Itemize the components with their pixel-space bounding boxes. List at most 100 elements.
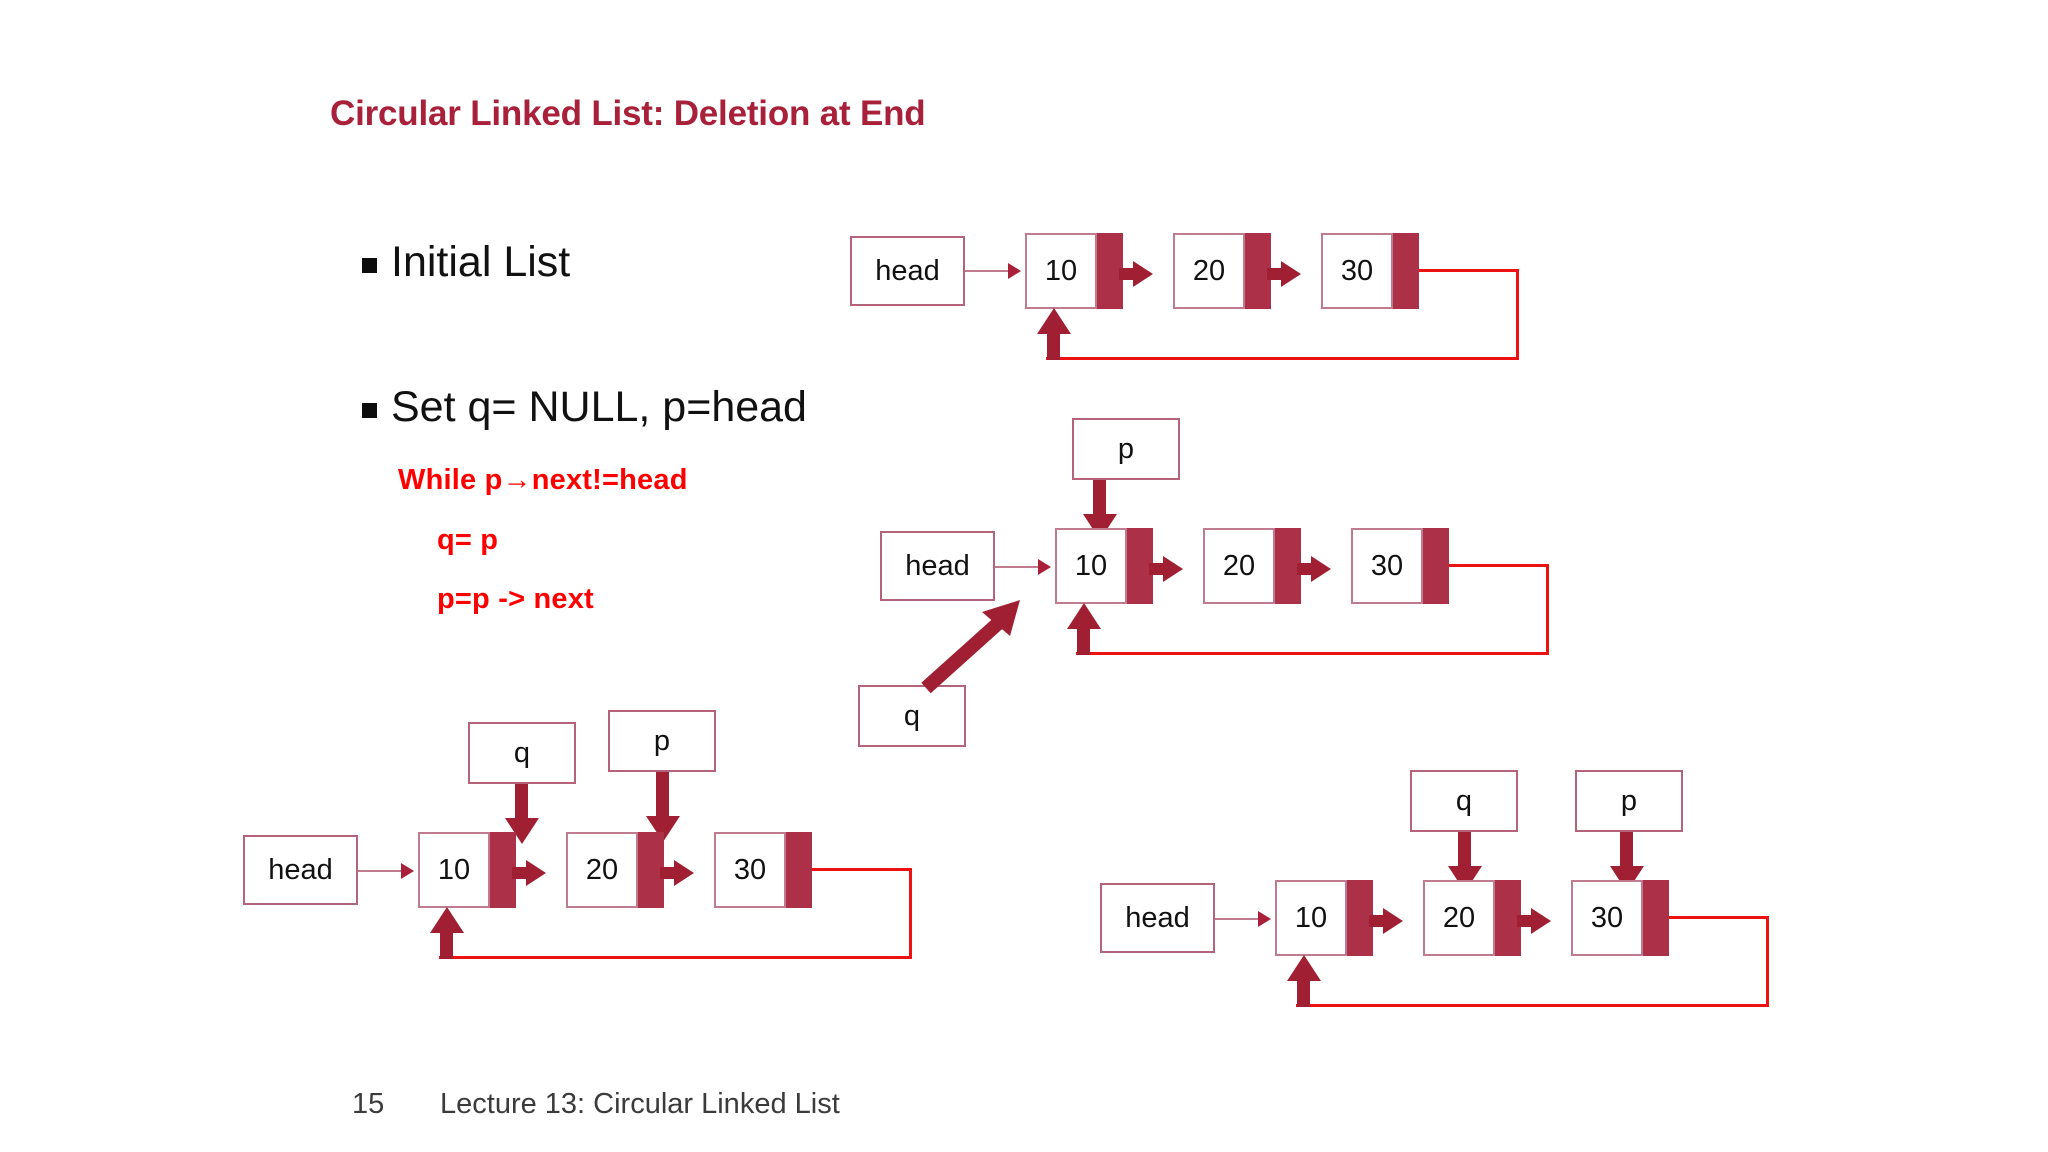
code-line-q-assign: q= p [437,524,499,556]
node-next-pointer [1347,880,1373,956]
bullet-square-icon [362,403,377,418]
link-arrow-icon [1297,556,1331,582]
head-connector-arrow-icon [1258,911,1271,927]
node-value: 30 [1321,233,1393,309]
node-value: 10 [418,832,490,908]
head-connector-line [1215,918,1260,920]
head-connector-arrow-icon [1008,263,1021,279]
link-arrow-shaft [1297,563,1311,575]
link-arrow-icon [1267,261,1301,287]
node-20: 20 [1203,528,1301,604]
back-link-arrow-icon [1067,603,1101,629]
node-next-pointer [638,832,664,908]
head-connector-arrow-icon [1038,559,1051,575]
link-arrow-icon [1517,908,1551,934]
node-value: 20 [1203,528,1275,604]
pointer-box-p: p [1072,418,1180,480]
diagram-q-second-p-last: q p head 10 20 [1100,770,1769,1040]
head-box: head [880,531,995,601]
back-link-arrow-shaft [1297,981,1310,1007]
back-link-segment [1296,1004,1769,1007]
node-20: 20 [566,832,664,908]
node-30: 30 [1571,880,1669,956]
node-10: 10 [418,832,516,908]
node-10: 10 [1055,528,1153,604]
back-link-arrow-shaft [1047,334,1060,360]
back-link-segment [439,956,912,959]
pointer-box-q: q [1410,770,1518,832]
back-link-segment [1516,269,1519,360]
node-10: 10 [1275,880,1373,956]
back-link-arrow-shaft [440,933,453,959]
node-next-pointer [1245,233,1271,309]
node-next-pointer [1423,528,1449,604]
node-value: 20 [566,832,638,908]
link-arrow-shaft [1517,915,1531,927]
diagram-q-head-p-second: q p head 10 20 [243,710,958,992]
node-next-pointer [1643,880,1669,956]
node-value: 20 [1173,233,1245,309]
head-connector-line [995,566,1040,568]
node-next-pointer [786,832,812,908]
pointer-box-q: q [468,722,576,784]
node-value: 10 [1275,880,1347,956]
node-next-pointer [490,832,516,908]
link-arrow-icon [512,860,546,886]
node-value: 30 [1351,528,1423,604]
node-next-pointer [1097,233,1123,309]
node-value: 30 [714,832,786,908]
head-connector-arrow-icon [401,863,414,879]
node-value: 10 [1025,233,1097,309]
link-arrow-shaft [660,867,674,879]
link-arrow-icon [1119,261,1153,287]
node-next-pointer [1275,528,1301,604]
back-link-segment [812,868,912,871]
bullet-set-q-null: Set q= NULL, p=head [362,383,807,431]
bullet-initial-list: Initial List [362,238,571,286]
pointer-arrow-q-icon [921,600,1020,694]
head-box: head [1100,883,1215,953]
node-10: 10 [1025,233,1123,309]
node-next-pointer [1393,233,1419,309]
node-value: 10 [1055,528,1127,604]
node-30: 30 [1351,528,1449,604]
node-30: 30 [714,832,812,908]
link-arrow-shaft [1267,268,1281,280]
code-line-while: While p→next!=head [398,464,688,496]
pointer-box-p: p [608,710,716,772]
back-link-arrow-icon [1037,308,1071,334]
head-box: head [850,236,965,306]
link-arrow-shaft [1119,268,1133,280]
back-link-segment [1546,564,1549,655]
footer-lecture-title: Lecture 13: Circular Linked List [440,1088,840,1120]
link-arrow-icon [1149,556,1183,582]
code-line-p-assign: p=p -> next [437,583,594,615]
node-next-pointer [1127,528,1153,604]
back-link-arrow-icon [1287,955,1321,981]
link-arrow-icon [1369,908,1403,934]
pointer-arrow-shaft [1620,832,1633,870]
node-value: 30 [1571,880,1643,956]
diagram-p-at-head: p head 10 20 30 [858,418,1549,748]
diagram-initial-list: head 10 20 30 [850,233,1519,366]
node-30: 30 [1321,233,1419,309]
pointer-arrow-shaft [656,772,669,820]
link-arrow-shaft [1149,563,1163,575]
back-link-segment [1669,916,1769,919]
node-20: 20 [1173,233,1271,309]
back-link-segment [1076,652,1549,655]
head-connector-line [965,270,1010,272]
head-box: head [243,835,358,905]
pointer-arrow-shaft [1093,480,1106,518]
back-link-segment [909,868,912,959]
bullet-initial-list-label: Initial List [391,238,571,286]
pointer-arrow-shaft [515,784,528,822]
back-link-segment [1766,916,1769,1007]
bullet-set-q-null-label: Set q= NULL, p=head [391,383,807,431]
back-link-segment [1419,269,1519,272]
pointer-box-q: q [858,685,966,747]
back-link-segment [1046,357,1519,360]
slide-number: 15 [352,1088,385,1120]
pointer-arrow-shaft [1458,832,1471,870]
